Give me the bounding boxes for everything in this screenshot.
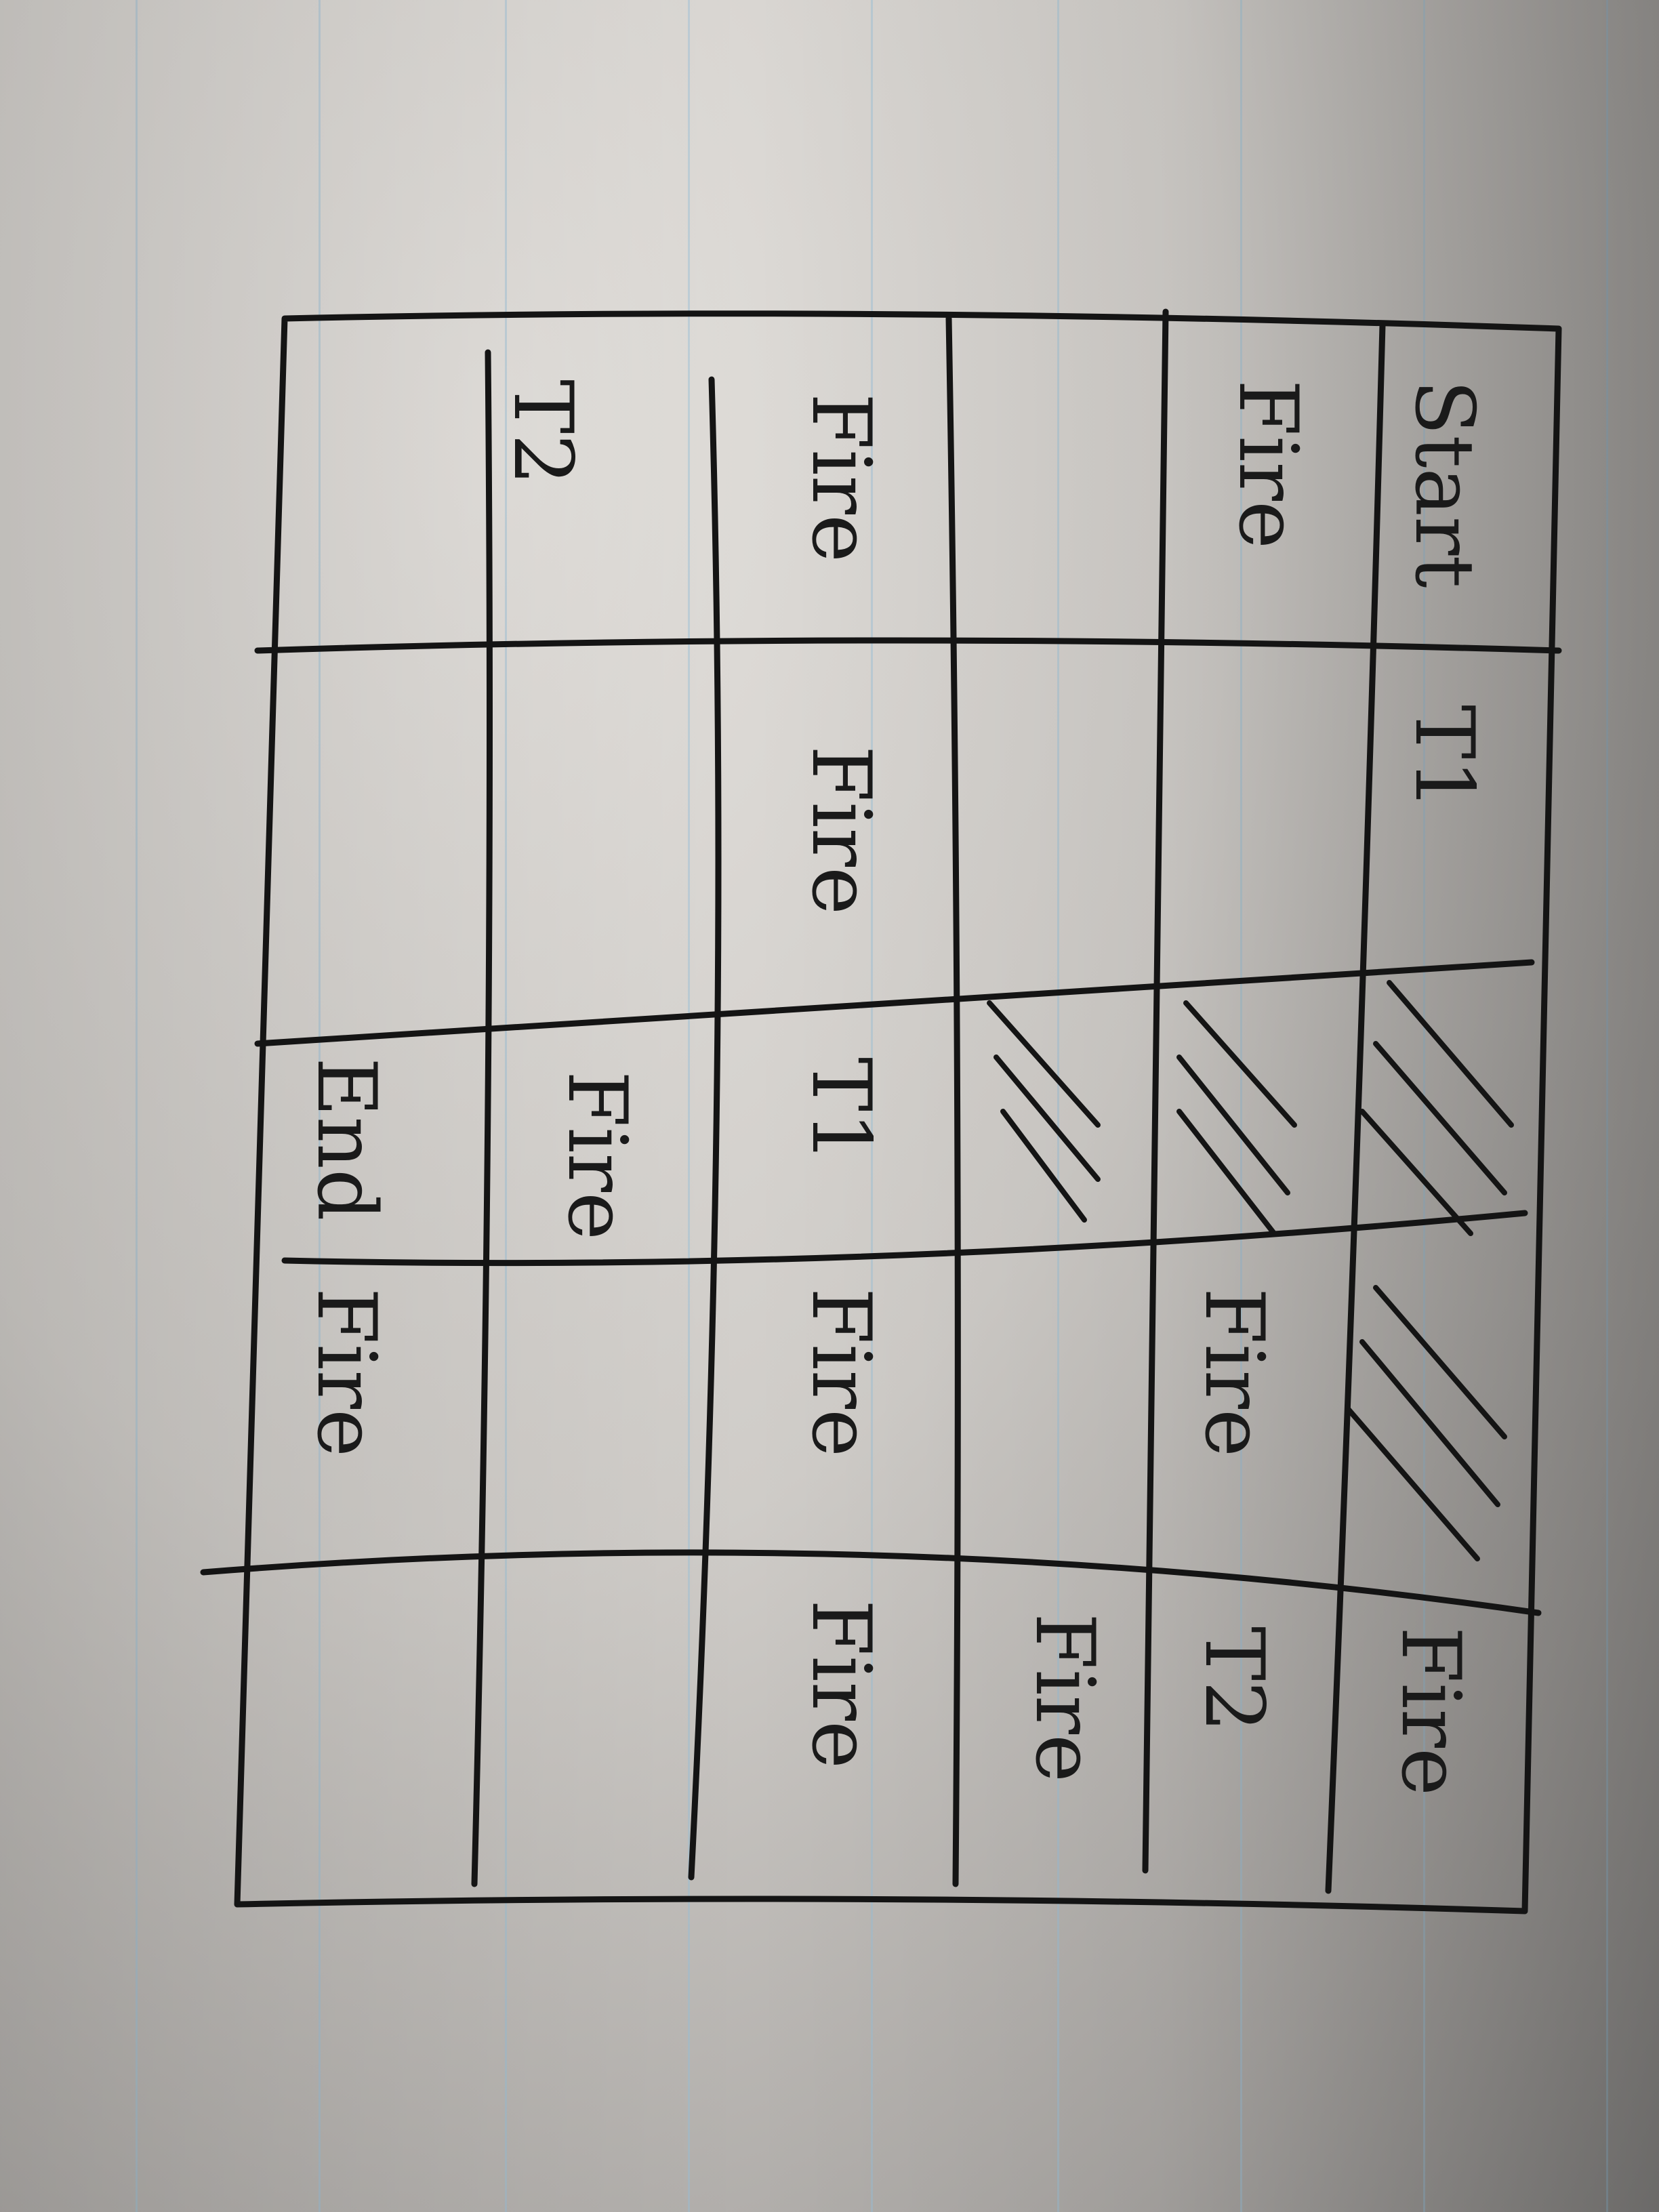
rule-line: [1240, 0, 1242, 2212]
column-divider: [471, 349, 493, 1887]
cell-label: Fire: [794, 1288, 888, 1457]
row-divider: [254, 637, 1562, 654]
rule-line: [1606, 0, 1608, 2212]
cell-labels: Start T1 Fire Fire Fire T2 Fire Fire Fir…: [299, 380, 1491, 1796]
board-outline: [234, 310, 1562, 1914]
cell-label: Fire: [550, 1071, 644, 1240]
cell-label: Fire: [1383, 1626, 1477, 1796]
rule-line: [871, 0, 873, 2212]
cell-label: T2: [1187, 1626, 1281, 1732]
row-divider: [200, 1549, 1542, 1616]
rule-line: [136, 0, 138, 2212]
row-divider: [281, 1210, 1528, 1267]
cell-label: Fire: [299, 1288, 393, 1457]
cell-label: Fire: [794, 745, 888, 915]
cell-label: Fire: [794, 393, 888, 562]
column-divider: [688, 376, 722, 1881]
rule-line: [1423, 0, 1425, 2212]
rule-line: [319, 0, 321, 2212]
cell-label: T2: [495, 380, 590, 485]
rule-line: [688, 0, 690, 2212]
column-divider: [945, 315, 961, 1887]
cell-label: Fire: [1187, 1288, 1281, 1457]
rule-line: [505, 0, 507, 2212]
grid-lines: [200, 308, 1562, 1914]
cell-label: T1: [794, 1057, 888, 1163]
cell-label: End: [299, 1057, 393, 1221]
cell-label: Fire: [794, 1599, 888, 1769]
hatched-blocked-cells: [987, 980, 1514, 1561]
cell-label: Fire: [1221, 380, 1315, 549]
cell-label: Start: [1397, 380, 1491, 588]
cell-label: Fire: [1017, 1613, 1111, 1782]
row-divider: [254, 959, 1535, 1047]
hatch-pattern: [987, 980, 1514, 1561]
cell-label: T1: [1397, 705, 1491, 811]
column-divider: [1325, 322, 1386, 1894]
column-divider: [1142, 308, 1169, 1874]
rule-line: [1057, 0, 1059, 2212]
